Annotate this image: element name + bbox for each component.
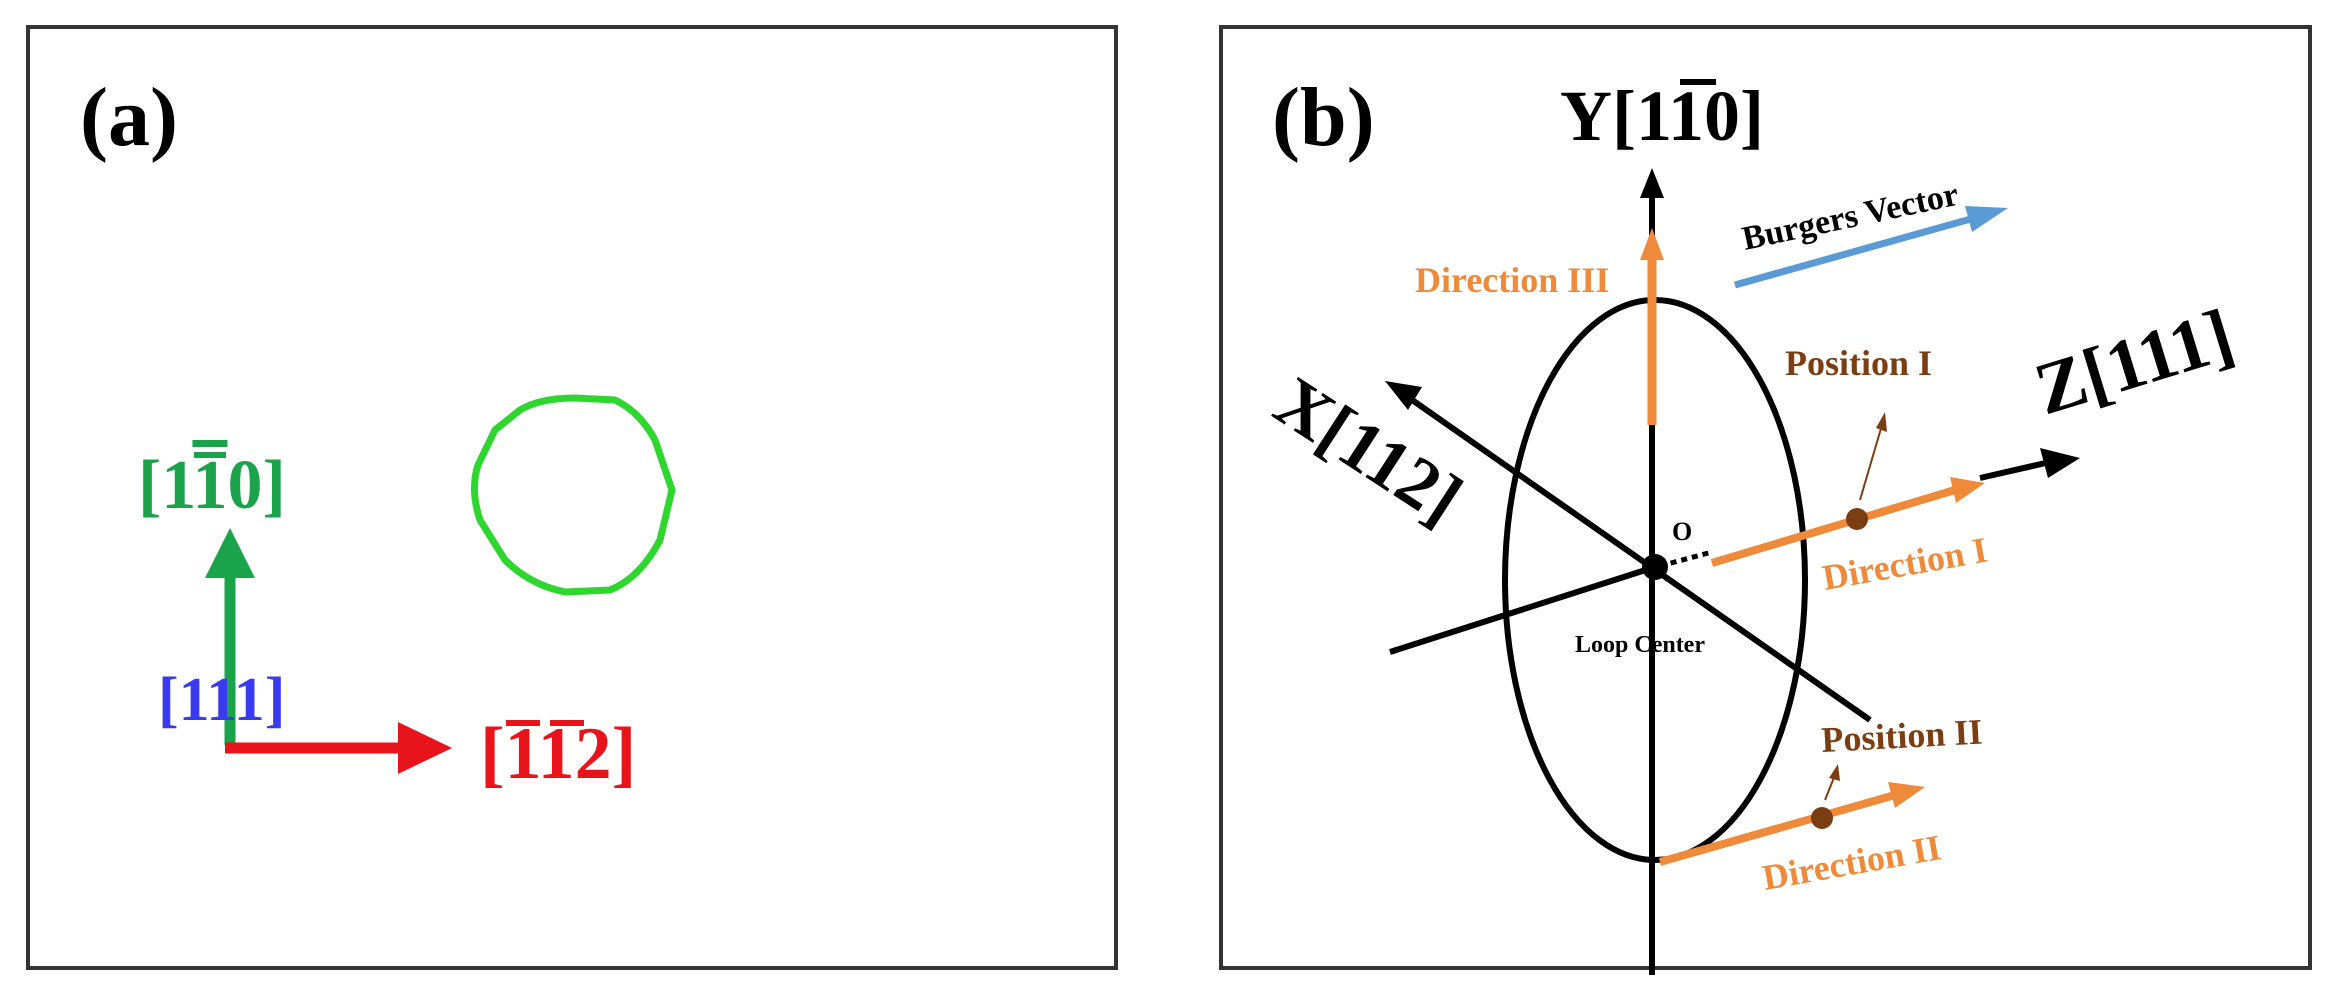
z-axis-line [1389, 564, 1656, 655]
burgers-vector-label: Burgers Vector [1739, 176, 1962, 258]
panel-a-label: (a) [80, 71, 178, 164]
direction-iii-label: Direction III [1415, 260, 1609, 300]
position-ii-label: Position II [1820, 712, 1983, 760]
direction-iii-arrowhead [1640, 228, 1664, 260]
position-i-label: Position I [1785, 343, 1932, 383]
z-axis-arrowhead [2040, 448, 2080, 478]
axis-z-label: [111] [158, 666, 285, 734]
loop-center-label: Loop Center [1575, 632, 1705, 658]
loop-center-dot [1642, 554, 1668, 580]
axis-x-label: [112] [480, 713, 636, 795]
panel-b-frame [1219, 25, 2312, 970]
direction-ii-label: Direction II [1759, 827, 1944, 898]
axis-x-arrow [225, 722, 452, 774]
position-i-dot [1846, 508, 1868, 530]
burgers-vector-arrow [1734, 211, 1986, 289]
burgers-vector-arrowhead [1965, 206, 2008, 232]
position-i-pointer [1859, 424, 1883, 501]
x-axis-line [1403, 392, 1872, 723]
direction-i-arrowhead [1950, 477, 1985, 503]
panel-a-frame [26, 25, 1118, 970]
axis-y-label: [110] [138, 447, 286, 524]
direction-ii-arrowhead [1888, 782, 1925, 808]
z-axis-dotted [1659, 549, 1713, 569]
dislocation-loop [471, 394, 676, 596]
panel-b: (b) Y[110] Direction III Burgers Vector … [1219, 25, 2312, 975]
y-axis-arrowhead [1640, 168, 1664, 198]
y-axis-label: Y[110] [1560, 76, 1764, 156]
direction-i-label: Direction I [1819, 530, 1990, 598]
origin-label: O [1672, 517, 1692, 546]
position-ii-dot [1811, 807, 1833, 829]
direction-ii-arrow [1658, 791, 1897, 866]
x-axis-label: X[112] [1261, 361, 1476, 539]
panel-a: (a) [110] [112] [111] [26, 25, 1118, 970]
z-axis-label: Z[111] [2026, 294, 2243, 431]
x-axis-arrowhead [1385, 381, 1422, 410]
panel-b-label: (b) [1272, 71, 1375, 164]
position-ii-pointer-head [1829, 764, 1840, 781]
axis-y-arrow [205, 528, 255, 745]
position-i-pointer-head [1876, 412, 1887, 432]
direction-i-arrow [1710, 486, 1957, 567]
z-axis-line-right [1979, 459, 2051, 481]
